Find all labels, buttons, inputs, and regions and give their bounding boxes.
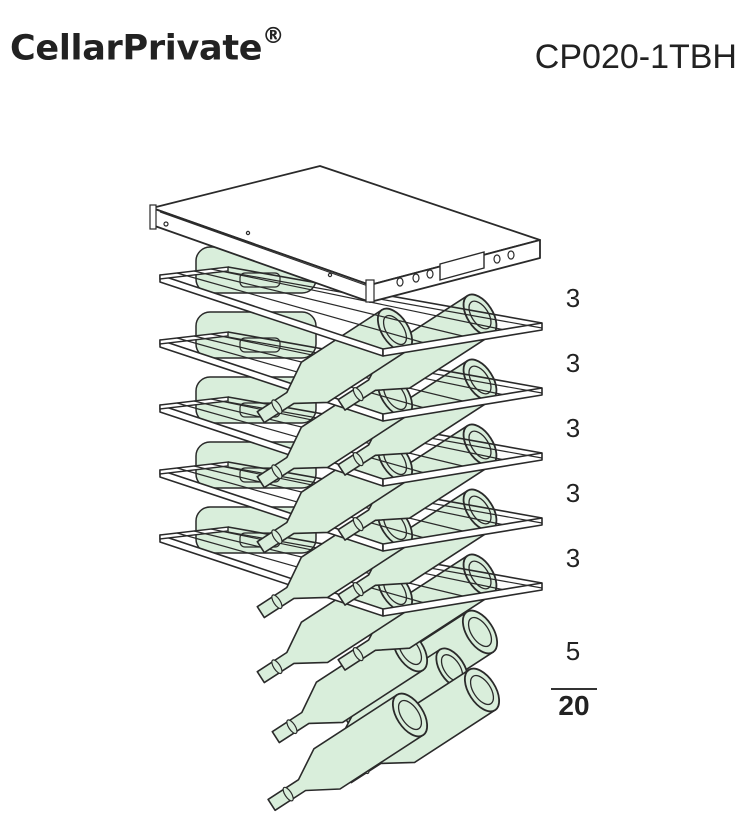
bottle-punt xyxy=(468,430,492,460)
shelf-right-rail-edge xyxy=(227,271,543,329)
bottle-lip xyxy=(352,386,364,402)
control-button-icon xyxy=(493,254,501,264)
shelf-wire xyxy=(193,270,463,337)
registered-mark: ® xyxy=(262,24,284,49)
bottle-lip xyxy=(271,399,283,415)
bottle-punt xyxy=(468,300,492,330)
cooler-housing xyxy=(149,165,541,303)
screw-icon xyxy=(163,221,169,227)
shelf-wire xyxy=(210,268,503,331)
shelf-back-rail xyxy=(159,526,229,540)
housing-edge xyxy=(159,211,369,287)
bottle xyxy=(337,488,498,606)
bottle-punt xyxy=(468,560,492,590)
screw-icon xyxy=(245,230,251,236)
shelf-front-rail xyxy=(382,517,543,552)
control-button-icon xyxy=(507,250,515,260)
bottle-lip xyxy=(352,516,364,532)
bottle xyxy=(267,692,429,812)
total-capacity: 20 xyxy=(558,690,590,721)
bottle-lip xyxy=(271,594,283,610)
bottle-lip xyxy=(271,529,283,545)
shelf-level xyxy=(159,246,543,424)
shelf-back-rail xyxy=(159,461,229,475)
bottle xyxy=(256,307,414,424)
bottle-punt xyxy=(469,674,495,706)
level-count: 3 xyxy=(565,348,581,378)
control-button-icon xyxy=(412,273,420,283)
screw-icon xyxy=(327,272,333,278)
bottle xyxy=(337,553,498,671)
bottle-body xyxy=(256,374,409,489)
control-button-icon xyxy=(426,269,434,279)
display-screen xyxy=(439,251,485,281)
bottle xyxy=(337,423,498,541)
bottle-punt xyxy=(467,616,493,648)
shelf-level xyxy=(159,441,543,619)
bottle-base xyxy=(463,667,501,713)
control-button-icon xyxy=(396,277,404,287)
housing-bracket xyxy=(365,279,375,303)
shelf-back-rail xyxy=(159,396,229,410)
bottle-punt xyxy=(382,314,408,346)
shelf-front-rail xyxy=(382,582,543,617)
brand-name: CellarPrivate xyxy=(10,28,263,69)
bottle-lip xyxy=(271,659,283,675)
level-count: 3 xyxy=(565,283,581,313)
brand-logo: CellarPrivate® xyxy=(10,24,284,69)
model-number: CP020-1TBH xyxy=(534,38,737,76)
shelf-front-rail xyxy=(382,322,543,357)
bottle-lip xyxy=(282,786,294,802)
shelf-back-rail xyxy=(159,266,229,280)
bottle-punt xyxy=(468,365,492,395)
bottle xyxy=(256,502,414,619)
shelf-front-rail xyxy=(382,387,543,422)
level-count: 3 xyxy=(565,478,581,508)
bottle-punt xyxy=(397,699,423,731)
bottle-body xyxy=(256,309,409,424)
bottle-base xyxy=(391,692,429,738)
bottle-lip xyxy=(286,719,298,735)
bottle-lip xyxy=(271,464,283,480)
shelf-front-rail xyxy=(382,452,543,487)
shelf-back-rail xyxy=(159,331,229,345)
bottle-lip xyxy=(352,646,364,662)
level-count: 3 xyxy=(565,413,581,443)
bottle-lip xyxy=(352,581,364,597)
bottle-body xyxy=(256,569,409,684)
bottle-punt xyxy=(468,495,492,525)
shelf-wire xyxy=(176,272,423,344)
total-divider xyxy=(551,688,597,690)
bottle-base xyxy=(461,609,499,655)
bottom-bottle-layer xyxy=(267,609,501,812)
bottle-lip xyxy=(352,451,364,467)
level-count: 5 xyxy=(565,636,581,666)
wire-shelf xyxy=(159,266,543,357)
bottle-body xyxy=(256,439,409,554)
bottle xyxy=(337,358,498,476)
bottle-body xyxy=(256,504,409,619)
level-count: 3 xyxy=(565,543,581,573)
housing-bracket xyxy=(149,204,157,230)
bottle-body xyxy=(271,629,424,744)
bottle-body xyxy=(267,694,424,812)
